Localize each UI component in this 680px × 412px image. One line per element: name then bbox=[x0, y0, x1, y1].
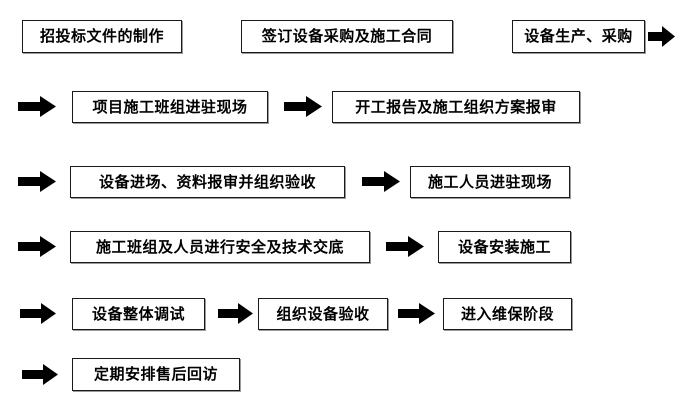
right-block-arrow-icon bbox=[386, 236, 424, 257]
right-block-arrow-icon bbox=[18, 96, 56, 117]
flow-node-label: 项目施工班组进驻现场 bbox=[92, 97, 248, 116]
right-block-arrow-icon bbox=[648, 26, 675, 47]
flow-node-equipment-installation[interactable]: 设备安装施工 bbox=[438, 231, 571, 263]
flow-node-label: 施工人员进驻现场 bbox=[427, 172, 552, 191]
right-block-arrow-icon bbox=[218, 303, 253, 324]
flow-node-label: 定期安排售后回访 bbox=[93, 365, 218, 383]
flow-node-workers-enter-site[interactable]: 施工人员进驻现场 bbox=[410, 166, 570, 198]
flow-node-label: 签订设备采购及施工合同 bbox=[261, 27, 433, 45]
right-block-arrow-icon bbox=[362, 171, 400, 192]
right-block-arrow-icon bbox=[18, 236, 56, 257]
flow-node-label: 开工报告及施工组织方案报审 bbox=[355, 97, 557, 116]
flow-node-sign-contract[interactable]: 签订设备采购及施工合同 bbox=[241, 20, 453, 53]
flow-node-equipment-arrival-acceptance[interactable]: 设备进场、资料报审并组织验收 bbox=[70, 166, 345, 198]
flow-node-safety-technical-disclosure[interactable]: 施工班组及人员进行安全及技术交底 bbox=[70, 231, 370, 263]
flow-node-label: 施工班组及人员进行安全及技术交底 bbox=[95, 237, 344, 256]
flow-node-equipment-acceptance[interactable]: 组织设备验收 bbox=[258, 298, 388, 330]
flow-node-label: 招投标文件的制作 bbox=[39, 27, 164, 45]
flow-node-equipment-production[interactable]: 设备生产、采购 bbox=[512, 20, 645, 53]
flow-node-start-report-review[interactable]: 开工报告及施工组织方案报审 bbox=[332, 91, 580, 123]
flow-node-label: 进入维保阶段 bbox=[460, 304, 554, 323]
flow-node-label: 设备生产、采购 bbox=[524, 27, 633, 45]
right-block-arrow-icon bbox=[20, 303, 56, 324]
flow-node-team-enter-site[interactable]: 项目施工班组进驻现场 bbox=[72, 91, 268, 123]
flow-node-maintenance-phase[interactable]: 进入维保阶段 bbox=[443, 298, 572, 330]
flow-node-after-sales-visit[interactable]: 定期安排售后回访 bbox=[72, 358, 240, 391]
flow-node-label: 组织设备验收 bbox=[276, 304, 370, 323]
flow-node-label: 设备进场、资料报审并组织验收 bbox=[98, 172, 316, 191]
right-block-arrow-icon bbox=[18, 171, 56, 192]
right-block-arrow-icon bbox=[22, 364, 58, 385]
flow-node-overall-commissioning[interactable]: 设备整体调试 bbox=[72, 298, 205, 330]
flow-node-bidding-document[interactable]: 招投标文件的制作 bbox=[22, 20, 182, 53]
flow-node-label: 设备整体调试 bbox=[91, 304, 185, 323]
flow-node-label: 设备安装施工 bbox=[457, 237, 551, 256]
right-block-arrow-icon bbox=[284, 96, 322, 117]
right-block-arrow-icon bbox=[398, 303, 435, 324]
